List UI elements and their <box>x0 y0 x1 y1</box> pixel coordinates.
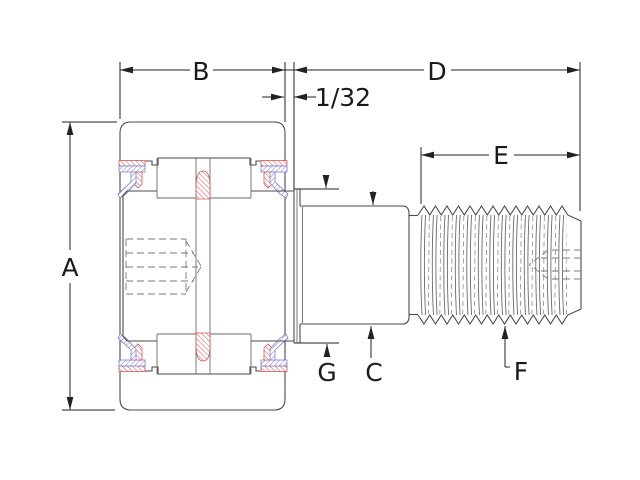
dimension-F: F <box>501 326 528 386</box>
dimension-C: C <box>365 191 383 387</box>
dimension-A: A <box>61 121 117 411</box>
dim-label-a: A <box>61 253 78 282</box>
dim-label-e: E <box>493 141 509 170</box>
seal-top-left <box>117 160 146 199</box>
dim-label-d: D <box>427 57 446 86</box>
dim-label-b: B <box>192 57 209 86</box>
stud-cylinder <box>300 205 418 325</box>
hex-socket-left <box>125 238 202 295</box>
seal-top-right <box>260 160 289 199</box>
roller-element-bottom <box>195 332 211 362</box>
seal-bottom-right <box>260 333 289 372</box>
dimension-E: E <box>420 141 580 204</box>
seal-bottom-left <box>117 333 146 372</box>
dimension-B: B <box>119 57 286 122</box>
dim-label-stud-offset: 1/32 <box>315 83 371 112</box>
dim-label-f: F <box>514 357 528 386</box>
dimension-G: G <box>294 175 339 387</box>
dimension-D: D <box>285 57 581 211</box>
dimension-stud-offset: 1/32 <box>262 83 371 112</box>
dim-label-c: C <box>365 358 382 387</box>
roller-element-top <box>195 170 211 200</box>
dim-label-g: G <box>317 358 336 387</box>
threaded-stud <box>417 204 582 326</box>
stud-shoulder <box>293 189 301 343</box>
hex-socket-right <box>529 249 581 280</box>
